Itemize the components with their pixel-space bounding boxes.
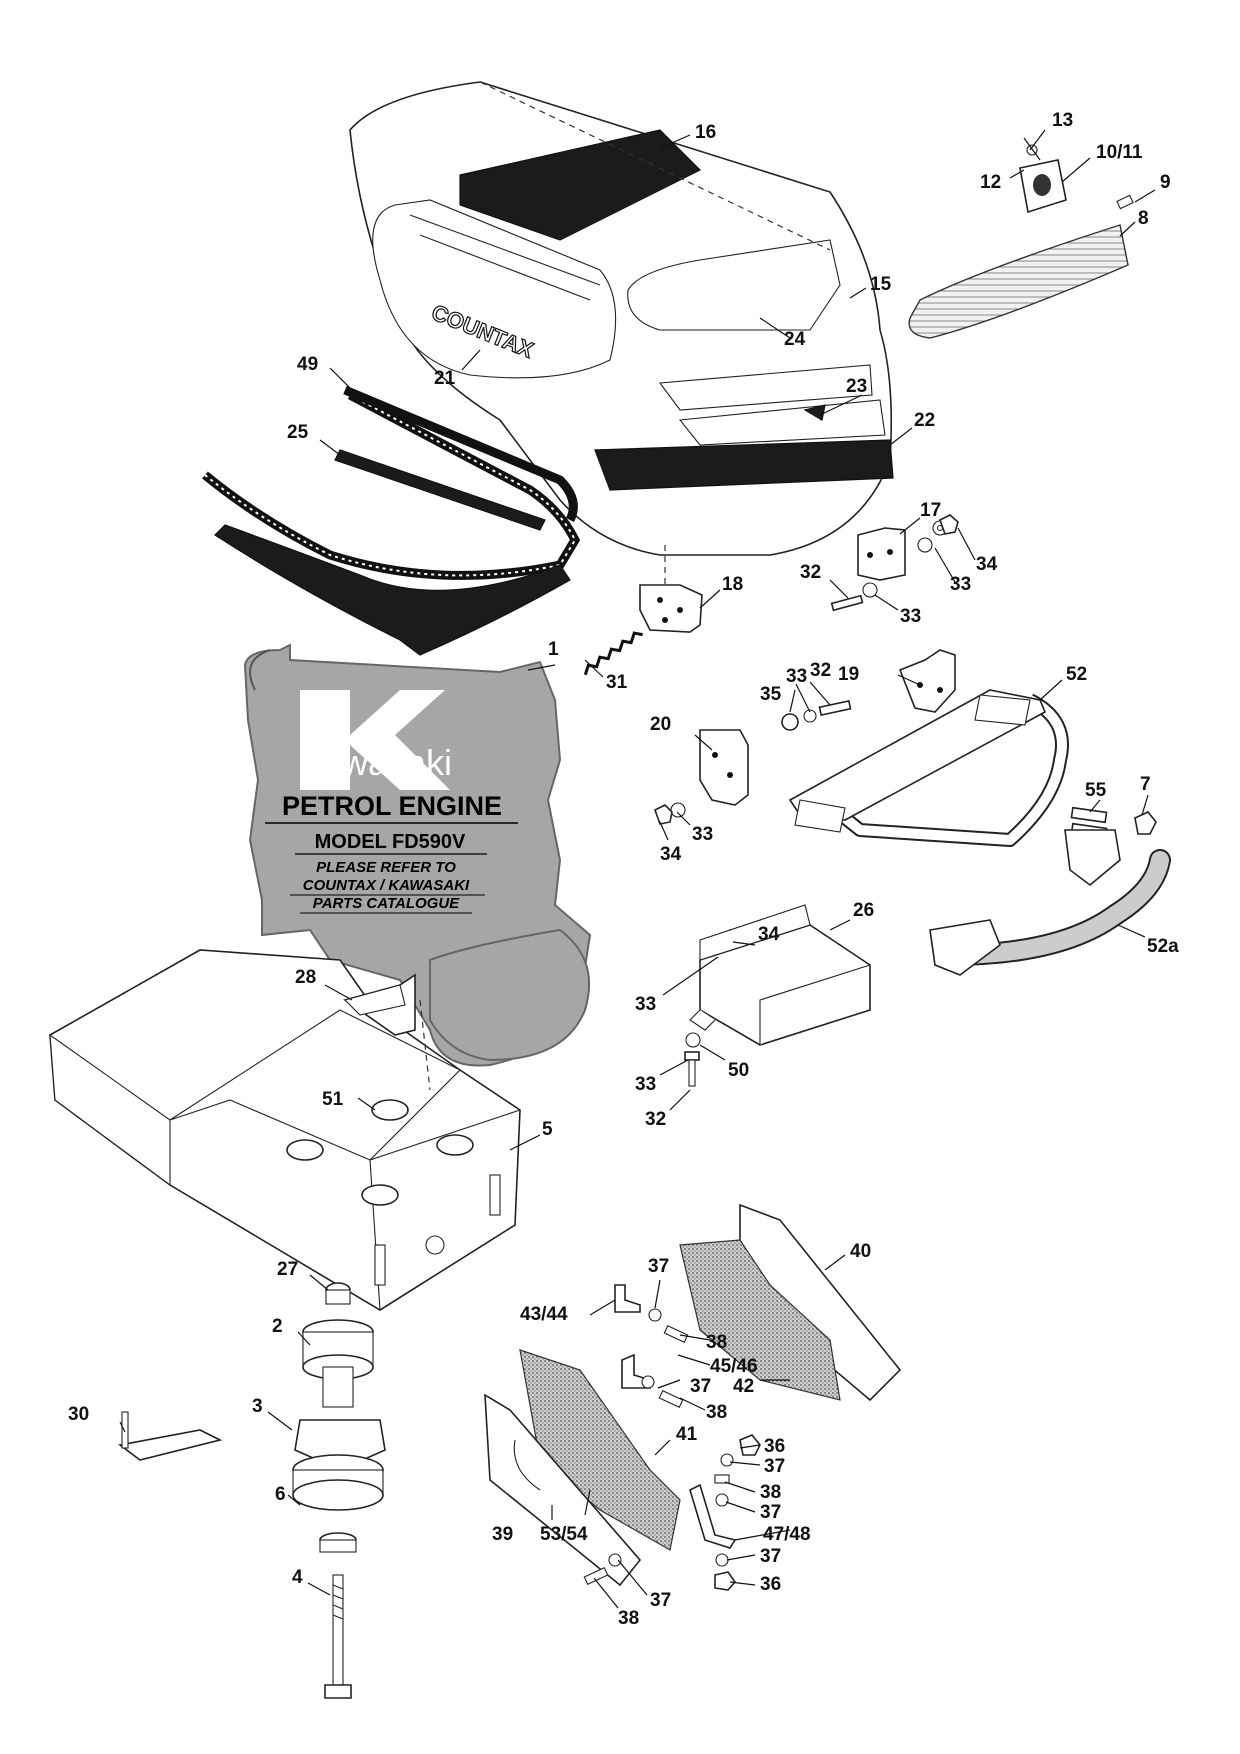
engine-note-1: PLEASE REFER TO xyxy=(316,859,456,876)
seal-part xyxy=(202,385,581,656)
callout-43-44: 43/44 xyxy=(520,1304,568,1325)
engine-brand: Kawasaki xyxy=(298,742,452,783)
engine-note-3: PARTS CATALOGUE xyxy=(313,895,460,912)
callout-53-54: 53/54 xyxy=(540,1524,588,1545)
callout-50: 50 xyxy=(728,1060,749,1081)
callout-51: 51 xyxy=(322,1089,344,1110)
callout-55: 55 xyxy=(1085,780,1107,801)
callout-23: 23 xyxy=(846,376,867,397)
bumper-frame xyxy=(788,689,1069,847)
callout-52a: 52a xyxy=(1147,936,1179,957)
hood: COUNTAX xyxy=(349,81,894,556)
hardware-parts xyxy=(654,514,1157,1087)
engine-panel: Kawasaki PETROL ENGINE MODEL FD590V PLEA… xyxy=(243,643,592,1067)
callout-24: 24 xyxy=(784,329,806,350)
callout-33: 33 xyxy=(950,574,971,595)
callout-33: 33 xyxy=(900,606,921,627)
callout-22: 22 xyxy=(914,410,935,431)
engine-note-2: COUNTAX / KAWASAKI xyxy=(303,877,470,894)
grille-part xyxy=(908,224,1129,339)
latch-part xyxy=(1019,137,1134,214)
engine-title: PETROL ENGINE xyxy=(282,791,502,821)
callout-38: 38 xyxy=(706,1332,727,1353)
callout-12: 12 xyxy=(980,172,1001,193)
callout-32: 32 xyxy=(645,1109,666,1130)
callout-35: 35 xyxy=(760,684,782,705)
callout-25: 25 xyxy=(287,422,309,443)
callout-36: 36 xyxy=(760,1574,781,1595)
callout-33: 33 xyxy=(635,994,656,1015)
bracket-30 xyxy=(118,1411,223,1461)
callout-8: 8 xyxy=(1138,208,1149,229)
callout-6: 6 xyxy=(275,1484,286,1505)
callout-37: 37 xyxy=(650,1590,671,1611)
callout-33: 33 xyxy=(635,1074,656,1095)
callout-18: 18 xyxy=(722,574,743,595)
clutch-assembly xyxy=(292,1282,386,1699)
bracket-28 xyxy=(343,973,416,1036)
callout-28: 28 xyxy=(295,967,316,988)
callout-38: 38 xyxy=(760,1482,781,1503)
callout-2: 2 xyxy=(272,1316,283,1337)
callout-41: 41 xyxy=(676,1424,698,1445)
callout-32: 32 xyxy=(800,562,821,583)
callout-1: 1 xyxy=(548,639,559,660)
callout-37: 37 xyxy=(764,1456,785,1477)
guard-part xyxy=(689,904,871,1046)
callout-10-11: 10/11 xyxy=(1096,142,1143,163)
callout-32: 32 xyxy=(810,660,831,681)
callout-37: 37 xyxy=(690,1376,711,1397)
callout-15: 15 xyxy=(870,274,892,295)
side-panels xyxy=(484,1203,902,1587)
bracket-parts xyxy=(639,527,956,806)
callout-33: 33 xyxy=(786,666,807,687)
callout-17: 17 xyxy=(920,500,941,521)
callout-26: 26 xyxy=(853,900,874,921)
callout-33: 33 xyxy=(692,824,713,845)
front-bracket xyxy=(929,829,1171,976)
callout-38: 38 xyxy=(706,1402,727,1423)
callout-3: 3 xyxy=(252,1396,263,1417)
callout-37: 37 xyxy=(760,1502,781,1523)
engine-model: MODEL FD590V xyxy=(315,831,466,853)
callout-49: 49 xyxy=(297,354,318,375)
callout-38: 38 xyxy=(618,1608,639,1629)
callout-19: 19 xyxy=(838,664,859,685)
callout-39: 39 xyxy=(492,1524,513,1545)
callout-5: 5 xyxy=(542,1119,553,1140)
leader-lines xyxy=(119,129,1156,1609)
callout-7: 7 xyxy=(1140,774,1151,795)
callout-16: 16 xyxy=(695,122,716,143)
callout-labels: 13 10/11 12 9 8 16 15 24 49 21 23 25 22 … xyxy=(68,110,1179,1629)
callout-31: 31 xyxy=(606,672,628,693)
callout-40: 40 xyxy=(850,1241,871,1262)
callout-34: 34 xyxy=(976,554,998,575)
callout-34: 34 xyxy=(660,844,682,865)
callout-30: 30 xyxy=(68,1404,89,1425)
chassis-frame xyxy=(49,949,521,1311)
small-brackets xyxy=(583,1284,761,1591)
callout-37: 37 xyxy=(648,1256,669,1277)
callout-21: 21 xyxy=(434,368,456,389)
callout-36: 36 xyxy=(764,1436,785,1457)
callout-42: 42 xyxy=(733,1376,754,1397)
callout-52: 52 xyxy=(1066,664,1087,685)
callout-9: 9 xyxy=(1160,172,1171,193)
callout-20: 20 xyxy=(650,714,671,735)
callout-13: 13 xyxy=(1052,110,1073,131)
callout-4: 4 xyxy=(292,1567,303,1588)
callout-37: 37 xyxy=(760,1546,781,1567)
callout-47-48: 47/48 xyxy=(763,1524,811,1545)
spring-part xyxy=(583,631,643,676)
callout-45-46: 45/46 xyxy=(710,1356,758,1377)
callout-34: 34 xyxy=(758,924,780,945)
callout-27: 27 xyxy=(277,1259,298,1280)
